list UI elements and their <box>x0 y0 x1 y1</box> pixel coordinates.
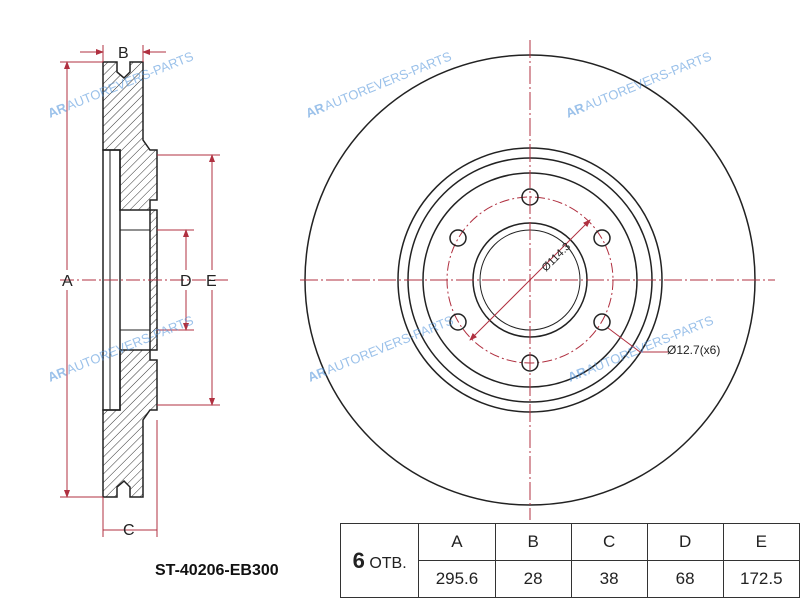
header-a: A <box>418 523 496 561</box>
bolt-hole <box>593 313 611 331</box>
holes-count: 6 <box>352 547 365 573</box>
value-b: 28 <box>494 560 572 598</box>
watermark-logo: AR <box>566 364 590 385</box>
front-view <box>300 40 775 520</box>
hat-wall <box>102 149 121 411</box>
bolt-hole <box>449 313 467 331</box>
watermark-logo: AR <box>46 364 70 385</box>
watermark-text: AUTOREVERS-PARTS <box>324 312 456 377</box>
dim-label-b: B <box>118 45 129 62</box>
disc-section-bottom <box>102 349 158 498</box>
dim-label-a: A <box>62 273 73 290</box>
value-e: 172.5 <box>722 560 800 598</box>
part-number: ST-40206-EB300 <box>155 562 279 579</box>
bolt-holes <box>449 188 611 372</box>
watermark-text: AUTOREVERS-PARTS <box>582 48 714 113</box>
watermark-logo: AR <box>46 100 70 121</box>
holes-label: ОТВ. <box>369 554 407 572</box>
spec-table: 6 ОТВ. A B C D E 295.6 28 38 68 172.5 <box>339 523 800 598</box>
dim-label-d: D <box>180 273 192 290</box>
header-b: B <box>494 523 572 561</box>
header-c: C <box>570 523 648 561</box>
watermark-logo: AR <box>304 100 328 121</box>
value-a: 295.6 <box>418 560 496 598</box>
dim-label-e: E <box>206 273 217 290</box>
header-e: E <box>722 523 800 561</box>
watermark-text: AUTOREVERS-PARTS <box>322 48 454 113</box>
holes-cell: 6 ОТВ. <box>339 523 420 598</box>
bolt-hole <box>449 229 467 247</box>
bolt-hole <box>593 229 611 247</box>
value-c: 38 <box>570 560 648 598</box>
dim-label-c: C <box>123 522 135 539</box>
side-view: A B C D E <box>60 45 230 539</box>
watermark-logo: AR <box>564 100 588 121</box>
header-d: D <box>646 523 724 561</box>
bolt-hole-label: Ø12.7(x6) <box>667 343 720 357</box>
pcd-label: Ø114.3 <box>540 241 573 274</box>
value-d: 68 <box>646 560 724 598</box>
watermark-logo: AR <box>306 364 330 385</box>
